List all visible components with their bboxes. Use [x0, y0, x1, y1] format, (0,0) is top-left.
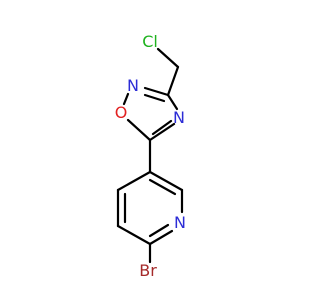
bond-py6-n1-second: [148, 223, 170, 238]
bond-n2-o1-main: [122, 92, 130, 106]
bond-c5-n4-second: [151, 119, 173, 136]
structure-canvas: Cl N O N N Br: [115, 32, 186, 280]
bond-c3-n2-main: [143, 86, 170, 97]
bond-o1-c5-main: [126, 118, 152, 142]
bond-cl-ch2-main: [156, 47, 180, 69]
bond-py3-py4-second: [125, 180, 149, 194]
atom-br: Br: [139, 261, 157, 280]
atom-cl: Cl: [142, 32, 158, 51]
chemical-structure: Cl N O N N Br: [115, 32, 186, 280]
bond-py6-n1: [148, 229, 174, 246]
bond-c5-n4-main: [148, 122, 176, 142]
bonds-main: [116, 47, 184, 264]
bond-py2-py3-second: [148, 178, 177, 196]
bond-py3-py4: [116, 170, 152, 192]
bond-c3-n2-second: [143, 93, 166, 103]
bond-py2-py3: [148, 170, 184, 192]
atom-o1: O: [115, 103, 128, 122]
atom-n4: N: [173, 108, 185, 127]
atom-pyridine-n: N: [174, 213, 186, 232]
bond-py5-py6: [116, 224, 152, 246]
atom-n2: N: [127, 76, 139, 95]
bond-n4-c3-main: [166, 93, 179, 111]
bond-ch2-c3-main: [166, 65, 180, 97]
